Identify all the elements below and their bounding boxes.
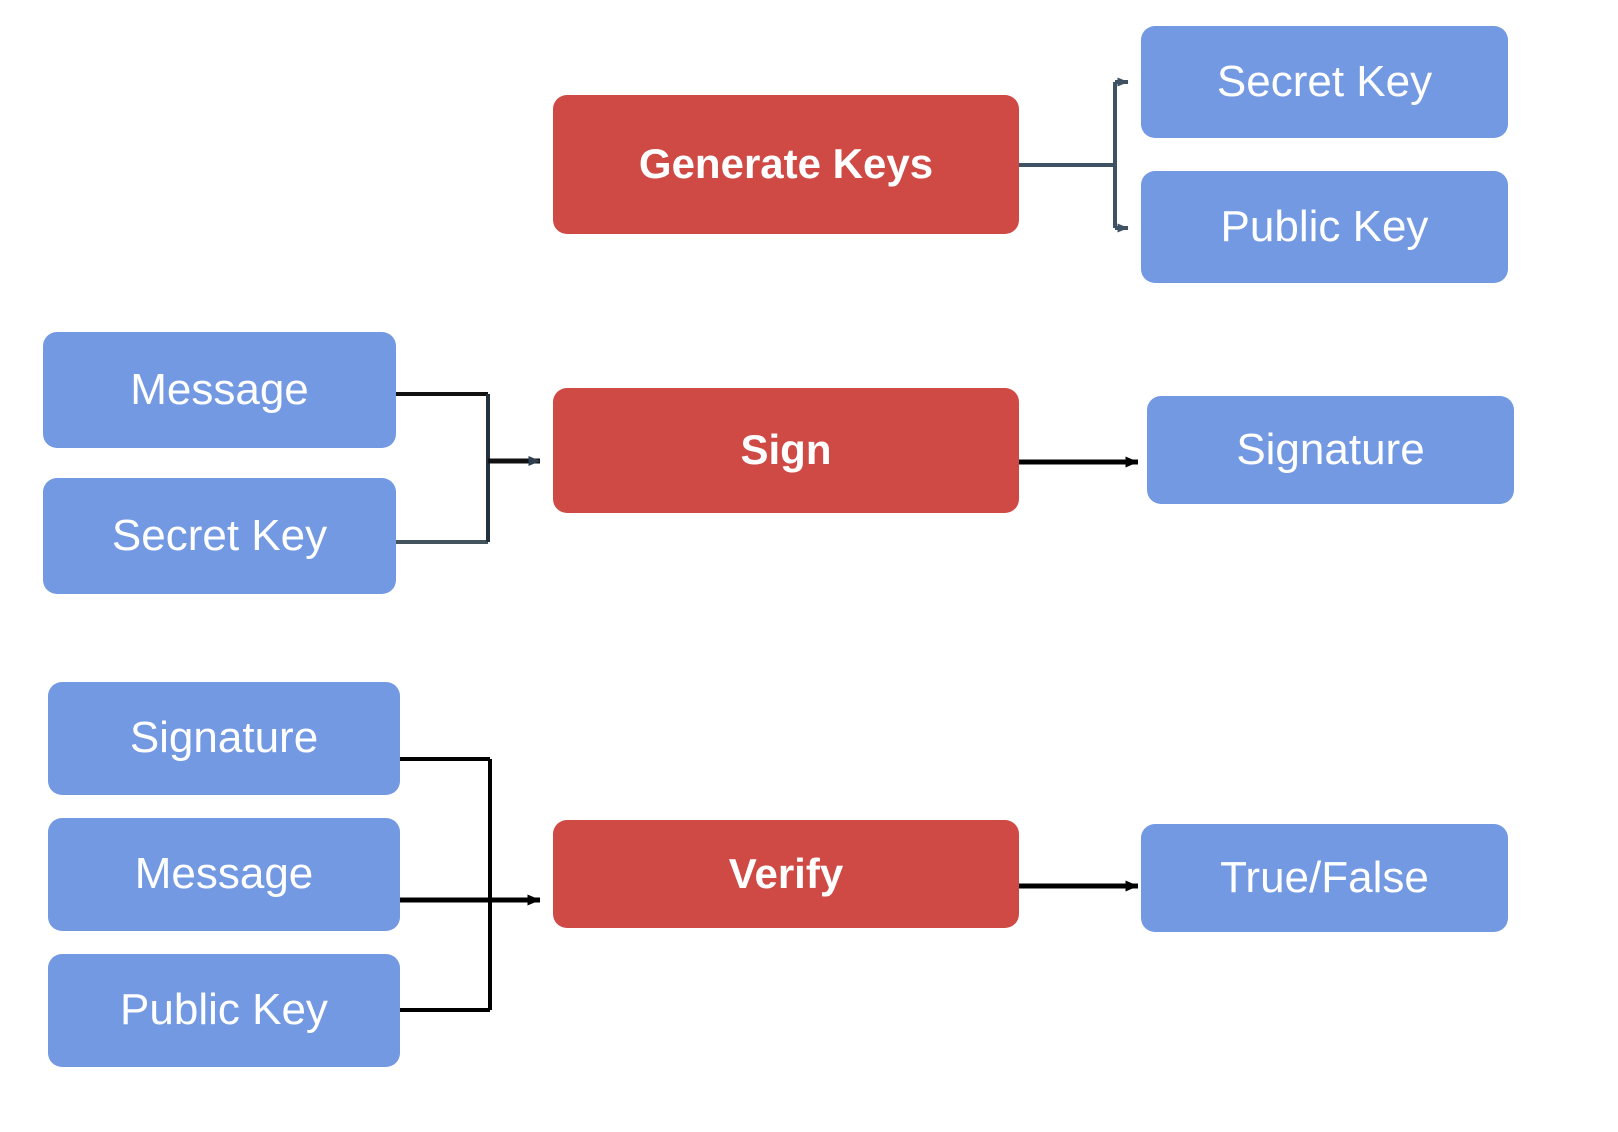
node-verify-input-message[interactable]: Message	[48, 818, 400, 931]
node-verify-label: Verify	[728, 849, 844, 897]
node-sign[interactable]: Sign	[553, 388, 1019, 513]
node-public-key-output[interactable]: Public Key	[1141, 171, 1508, 283]
node-verify-input-message-label: Message	[134, 849, 314, 899]
connector-sign-inputs	[396, 392, 541, 544]
node-true-false-output[interactable]: True/False	[1141, 824, 1508, 932]
node-sign-label: Sign	[740, 426, 832, 474]
node-sign-input-secret-key[interactable]: Secret Key	[43, 478, 396, 594]
connector-verify-inputs	[400, 757, 541, 1012]
node-sign-input-message[interactable]: Message	[43, 332, 396, 448]
node-verify-input-signature[interactable]: Signature	[48, 682, 400, 795]
node-signature-output[interactable]: Signature	[1147, 396, 1514, 504]
node-signature-output-label: Signature	[1236, 424, 1425, 474]
node-generate-keys[interactable]: Generate Keys	[553, 95, 1019, 234]
node-verify-input-signature-label: Signature	[129, 713, 319, 763]
node-sign-input-secret-key-label: Secret Key	[111, 510, 328, 560]
node-public-key-output-label: Public Key	[1220, 201, 1429, 251]
node-secret-key-output[interactable]: Secret Key	[1141, 26, 1508, 138]
node-generate-keys-label: Generate Keys	[638, 140, 934, 188]
node-verify-input-public-key-label: Public Key	[120, 985, 328, 1035]
node-verify[interactable]: Verify	[553, 820, 1019, 928]
node-secret-key-output-label: Secret Key	[1216, 56, 1433, 106]
node-verify-input-public-key[interactable]: Public Key	[48, 954, 400, 1067]
node-true-false-output-label: True/False	[1220, 852, 1429, 902]
node-sign-input-message-label: Message	[130, 364, 309, 414]
connector-generate-keys-split	[1019, 77, 1129, 233]
